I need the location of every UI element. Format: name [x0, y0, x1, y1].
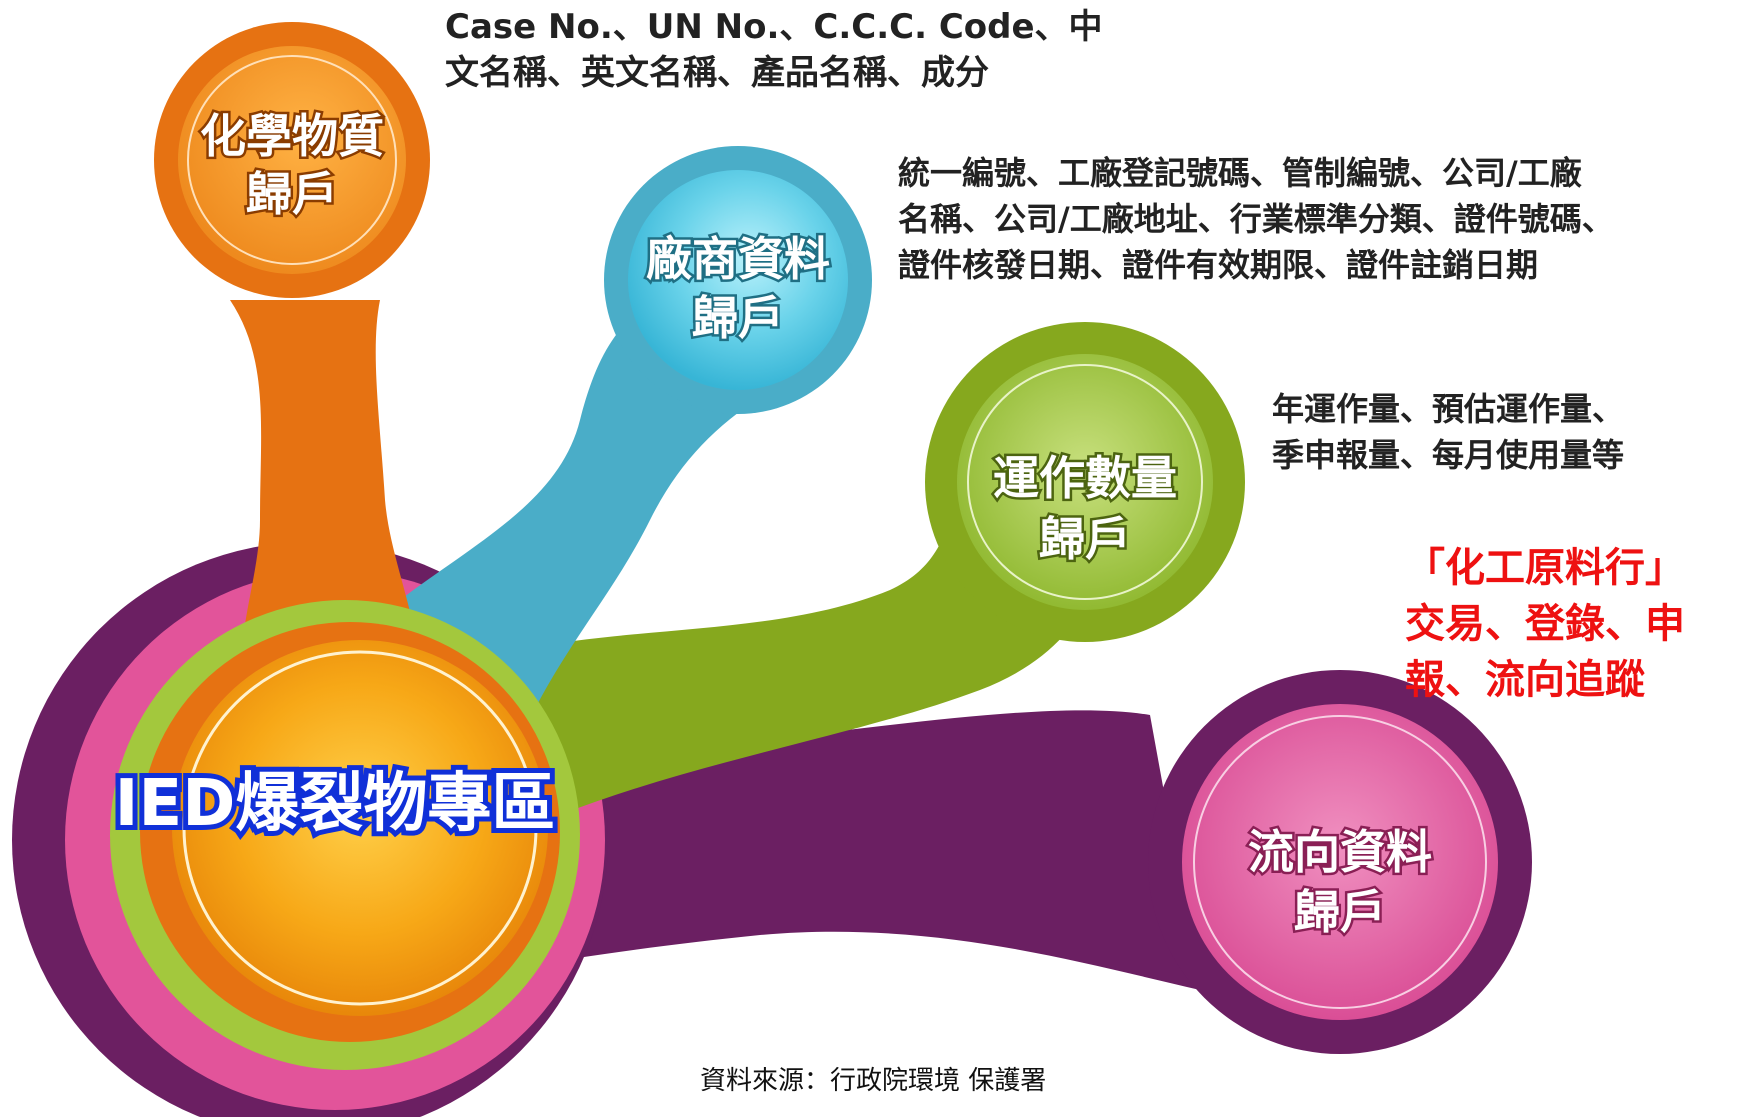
vendor-node-subtitle: 歸戶: [692, 291, 784, 345]
chemical-annotation: Case No.、UN No.、C.C.C. Code、中 文名稱、英文名稱、產…: [445, 4, 1103, 96]
chemical-node-ring: [187, 55, 397, 265]
quantity-annotation-line2: 季申報量、每月使用量等: [1272, 436, 1625, 474]
red-note-line2: 交易、登錄、申: [1405, 601, 1685, 647]
chemical-branch: [230, 300, 420, 680]
hub-center-ring: [182, 650, 538, 1006]
flow-node-title: 流向資料: [1248, 825, 1432, 879]
red-note-line3: 報、流向追蹤: [1405, 657, 1645, 703]
vendor-annotation-line2: 名稱、公司/工廠地址、行業標準分類、證件號碼、: [898, 200, 1614, 238]
chemical-annotation-line2: 文名稱、英文名稱、產品名稱、成分: [445, 53, 989, 93]
quantity-node-subtitle: 歸戶: [1039, 512, 1131, 566]
vendor-annotation-line1: 統一編號、工廠登記號碼、管制編號、公司/工廠: [898, 154, 1582, 192]
flow-node-ring: [1193, 715, 1487, 1009]
chemical-annotation-line1: Case No.、UN No.、C.C.C. Code、中: [445, 7, 1103, 47]
quantity-node-ring: [967, 364, 1203, 600]
vendor-annotation-line3: 證件核發日期、證件有效期限、證件註銷日期: [898, 246, 1539, 284]
chemical-node-title: 化學物質: [200, 109, 384, 163]
vendor-node-inner: [628, 170, 848, 390]
chemical-node-subtitle: 歸戶: [246, 167, 338, 221]
quantity-annotation-line1: 年運作量、預估運作量、: [1272, 390, 1625, 428]
flow-node-subtitle: 歸戶: [1294, 885, 1386, 939]
quantity-annotation: 年運作量、預估運作量、 季申報量、每月使用量等: [1272, 386, 1624, 478]
chemical-node-inner: [178, 46, 406, 274]
main-title[interactable]: IED爆裂物專區: [110, 762, 561, 846]
quantity-node-inner: [957, 354, 1213, 610]
source-note: 資料來源：行政院環境 保護署: [700, 1066, 1047, 1096]
hub-center: [172, 640, 548, 1016]
vendor-branch: [400, 310, 780, 740]
vendor-node-title: 廠商資料: [646, 232, 830, 286]
vendor-annotation: 統一編號、工廠登記號碼、管制編號、公司/工廠 名稱、公司/工廠地址、行業標準分類…: [898, 150, 1614, 288]
red-note-line1: 「化工原料行」: [1405, 545, 1685, 591]
flow-node-inner: [1182, 704, 1498, 1020]
red-note: 「化工原料行」 交易、登錄、申 報、流向追蹤: [1405, 540, 1685, 708]
quantity-node-title: 運作數量: [993, 451, 1177, 505]
